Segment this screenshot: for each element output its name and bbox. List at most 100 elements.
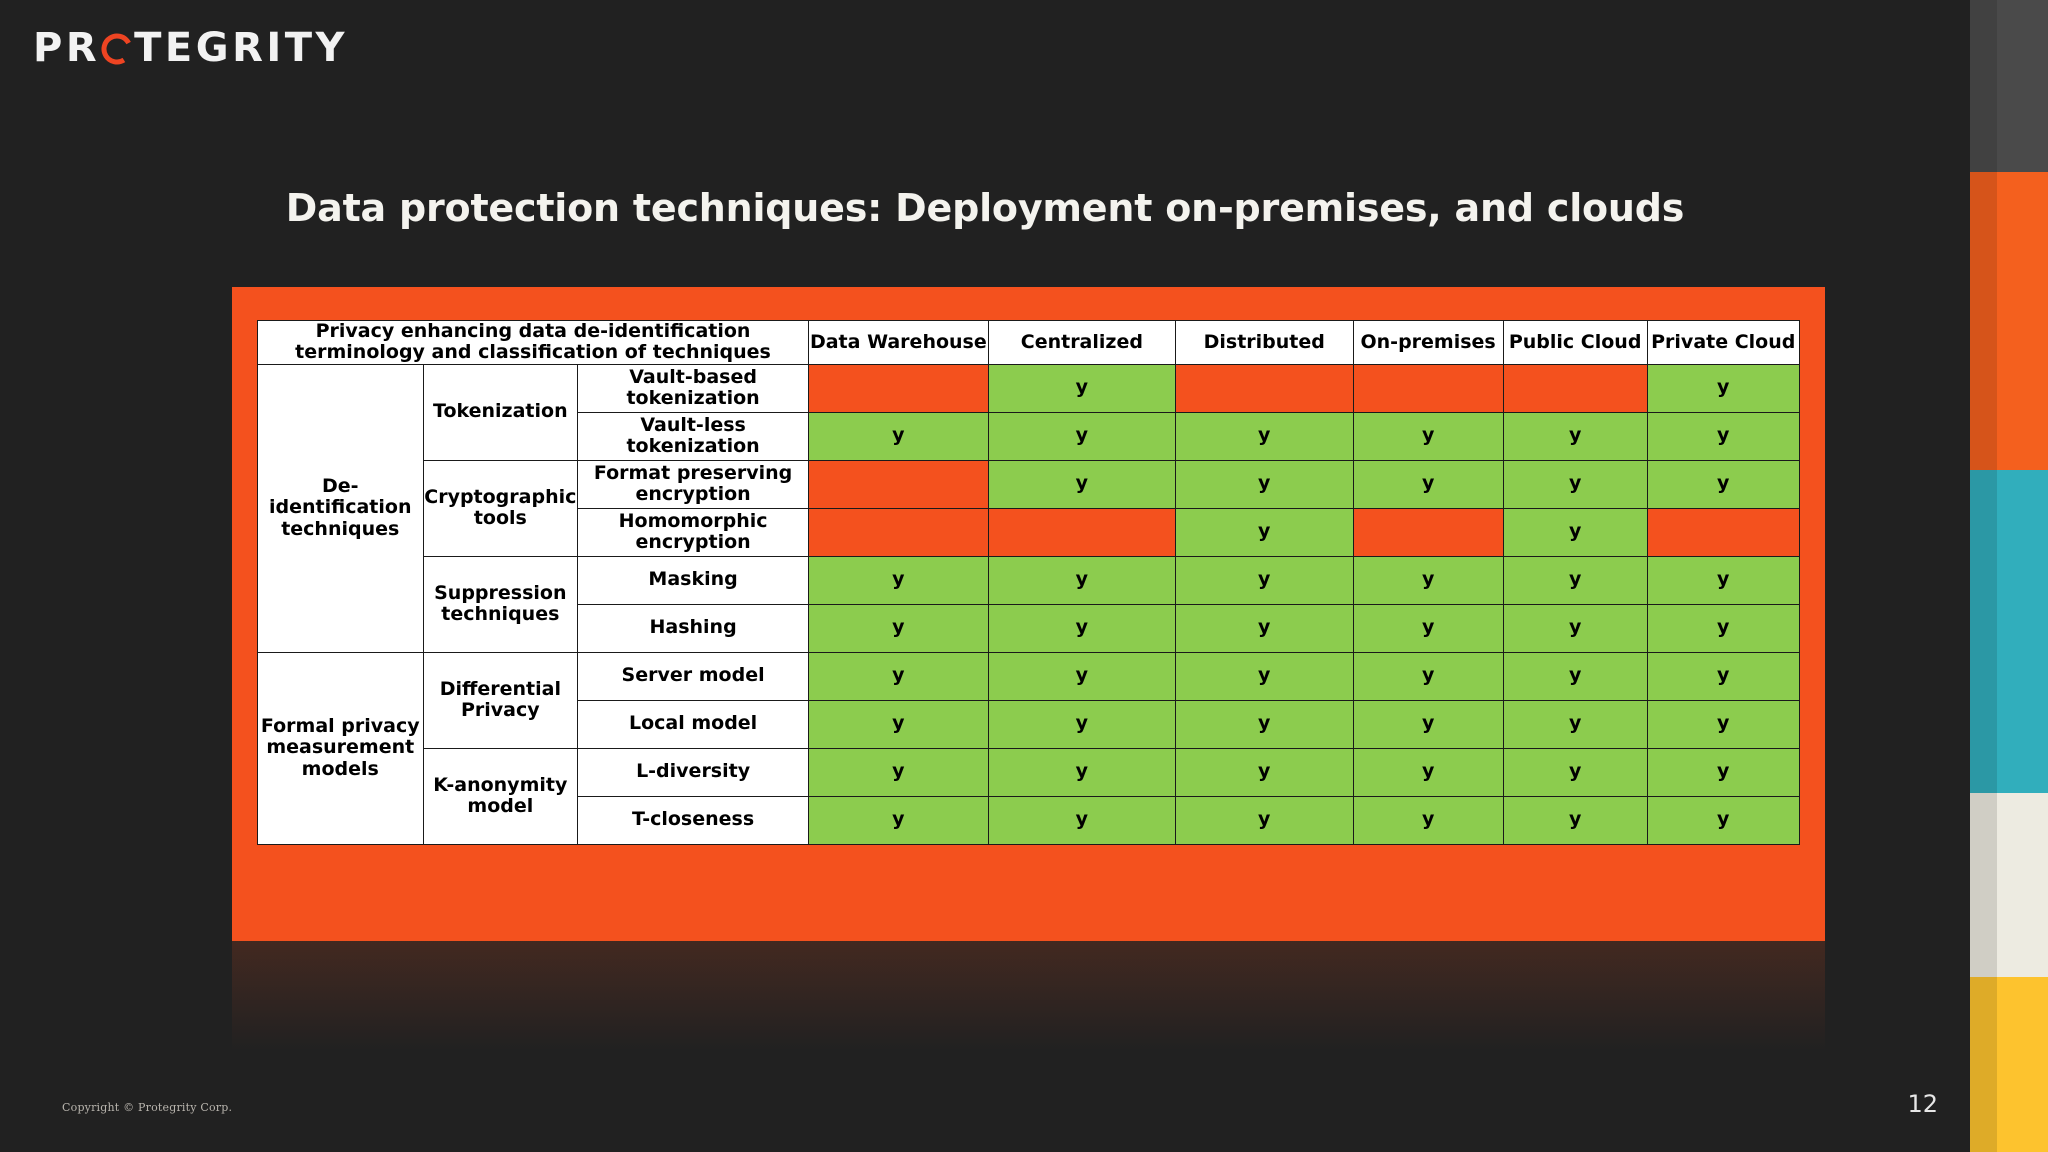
teal-band [1970,470,2048,793]
cell-t-closeness-private-cloud: y [1646,795,1800,845]
subgroup-label-tokenization: Tokenization [422,363,579,461]
cell-local-model-public-cloud: y [1502,699,1648,749]
technique-label-masking: Masking [577,555,810,605]
column-header-data-warehouse: Data Warehouse [808,320,989,365]
cell-l-diversity-distributed: y [1175,747,1354,797]
cell-vault-less-tokenization-distributed: y [1175,411,1354,461]
cell-masking-data-warehouse: y [808,555,989,605]
cell-l-diversity-data-warehouse: y [808,747,989,797]
column-header-private-cloud: Private Cloud [1646,320,1800,365]
cell-local-model-centralized: y [987,699,1177,749]
technique-label-vault-less-tokenization: Vault-less tokenization [577,411,810,461]
technique-label-local-model: Local model [577,699,810,749]
cell-homomorphic-encryption-centralized [987,507,1177,557]
cell-format-preserving-encryption-on-premises: y [1352,459,1504,509]
cell-vault-less-tokenization-on-premises: y [1352,411,1504,461]
corner-header: Privacy enhancing data de-identification… [256,320,810,365]
cell-format-preserving-encryption-private-cloud: y [1646,459,1800,509]
cell-l-diversity-public-cloud: y [1502,747,1648,797]
cell-vault-based-tokenization-centralized: y [987,363,1177,413]
logo-text-suffix: TEGRITY [134,25,348,71]
cell-format-preserving-encryption-data-warehouse [808,459,989,509]
table-head: Privacy enhancing data de-identification… [256,320,1800,365]
cell-masking-private-cloud: y [1646,555,1800,605]
cell-server-model-public-cloud: y [1502,651,1648,701]
column-header-on-premises: On-premises [1352,320,1504,365]
cell-l-diversity-centralized: y [987,747,1177,797]
gray-band [1970,0,2048,172]
cell-masking-centralized: y [987,555,1177,605]
page-title: Data protection techniques: Deployment o… [285,186,1685,230]
cell-t-closeness-public-cloud: y [1502,795,1648,845]
cell-l-diversity-on-premises: y [1352,747,1504,797]
cell-format-preserving-encryption-distributed: y [1175,459,1354,509]
cell-server-model-private-cloud: y [1646,651,1800,701]
cell-masking-on-premises: y [1352,555,1504,605]
color-rail [1970,0,2048,1152]
cell-vault-less-tokenization-private-cloud: y [1646,411,1800,461]
subgroup-label-suppression-techniques: Suppression techniques [422,555,579,653]
cell-homomorphic-encryption-on-premises [1352,507,1504,557]
cell-hashing-distributed: y [1175,603,1354,653]
subgroup-label-cryptographic-tools: Cryptographic tools [422,459,579,557]
technique-label-l-diversity: L-diversity [577,747,810,797]
cell-hashing-on-premises: y [1352,603,1504,653]
cell-homomorphic-encryption-distributed: y [1175,507,1354,557]
yellow-band [1970,977,2048,1152]
cell-vault-based-tokenization-distributed [1175,363,1354,413]
cell-vault-based-tokenization-data-warehouse [808,363,989,413]
technique-label-t-closeness: T-closeness [577,795,810,845]
subgroup-label-differential-privacy: Differential Privacy [422,651,579,749]
copyright-text: Copyright © Protegrity Corp. [62,1101,233,1114]
cell-local-model-distributed: y [1175,699,1354,749]
cell-t-closeness-data-warehouse: y [808,795,989,845]
cell-server-model-on-premises: y [1352,651,1504,701]
column-header-centralized: Centralized [987,320,1177,365]
cell-vault-based-tokenization-private-cloud: y [1646,363,1800,413]
cell-vault-based-tokenization-on-premises [1352,363,1504,413]
cell-hashing-public-cloud: y [1502,603,1648,653]
group-label-formal-privacy-measurement-models: Formal privacy measurement models [257,651,424,845]
cell-masking-public-cloud: y [1502,555,1648,605]
orange-ring-o-icon [100,28,134,68]
column-header-public-cloud: Public Cloud [1502,320,1648,365]
cell-t-closeness-centralized: y [987,795,1177,845]
group-label-de-identification-techniques: De-identification techniques [257,363,424,653]
cell-homomorphic-encryption-private-cloud [1646,507,1800,557]
cell-local-model-private-cloud: y [1646,699,1800,749]
cell-t-closeness-on-premises: y [1352,795,1504,845]
cell-server-model-data-warehouse: y [808,651,989,701]
cell-hashing-private-cloud: y [1646,603,1800,653]
cell-l-diversity-private-cloud: y [1646,747,1800,797]
cell-server-model-distributed: y [1175,651,1354,701]
cell-t-closeness-distributed: y [1175,795,1354,845]
cell-vault-less-tokenization-data-warehouse: y [808,411,989,461]
cell-format-preserving-encryption-public-cloud: y [1502,459,1648,509]
cell-local-model-on-premises: y [1352,699,1504,749]
logo-text-prefix: PR [33,25,101,71]
cell-hashing-centralized: y [987,603,1177,653]
cell-format-preserving-encryption-centralized: y [987,459,1177,509]
cell-homomorphic-encryption-data-warehouse [808,507,989,557]
table-header-row: Privacy enhancing data de-identification… [256,320,1800,365]
table-frame: Privacy enhancing data de-identification… [232,287,1825,941]
subgroup-label-k-anonymity-model: K-anonymity model [422,747,579,845]
technique-label-server-model: Server model [577,651,810,701]
cell-masking-distributed: y [1175,555,1354,605]
page-number: 12 [1907,1090,1938,1118]
cell-hashing-data-warehouse: y [808,603,989,653]
techniques-table: Privacy enhancing data de-identification… [256,320,1800,845]
cell-vault-based-tokenization-public-cloud [1502,363,1648,413]
technique-label-hashing: Hashing [577,603,810,653]
protegrity-logo: PR TEGRITY [33,26,348,70]
